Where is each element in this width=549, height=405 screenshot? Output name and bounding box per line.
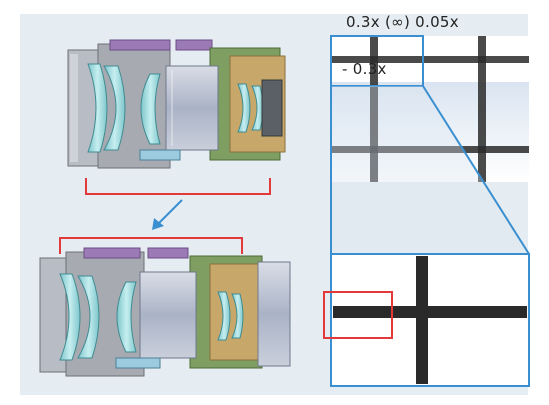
bracket-top (85, 178, 271, 195)
lens-assembly-bottom (39, 247, 291, 377)
magnification-range-label: 0.3x (∞) 0.05x (346, 13, 459, 31)
grid-view-magnified (330, 253, 530, 387)
arrow-down-left-icon (152, 199, 183, 230)
magnification-lower-label: - 0.3x (342, 60, 387, 78)
zoom-region-box (330, 35, 424, 87)
lens-assembly-top (67, 39, 286, 169)
grid-view-top (331, 36, 529, 182)
bracket-bottom (59, 237, 243, 254)
detail-highlight-box (323, 291, 393, 339)
zoom-connector (331, 86, 529, 254)
